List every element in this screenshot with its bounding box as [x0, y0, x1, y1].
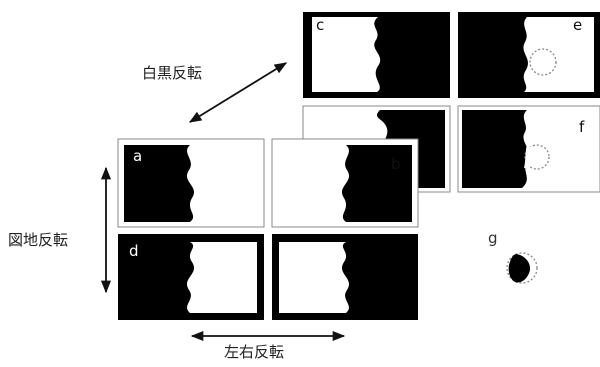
- panel-letter-d: d: [129, 242, 139, 260]
- panel-letter-c: c: [316, 16, 325, 34]
- panel-d: [118, 234, 264, 320]
- arrow-bw-invert: [188, 62, 288, 123]
- panel-letter-b: b: [391, 155, 401, 173]
- label-lr-invert: 左右反転: [224, 343, 285, 361]
- label-bw-invert: 白黒反転: [142, 64, 203, 82]
- panel-letter-f: f: [579, 118, 585, 136]
- panel-letter-g: g: [488, 229, 498, 247]
- panel-letter-a: a: [133, 147, 143, 165]
- panel-c: [303, 12, 450, 98]
- label-figure-ground: 図地反転: [8, 231, 69, 249]
- panel-f: [457, 105, 600, 193]
- panel-e: [458, 12, 600, 98]
- panel-d-mirrored: [272, 234, 418, 320]
- panel-b: [271, 138, 419, 228]
- panel-a: [117, 138, 265, 228]
- panel-letter-e: e: [573, 16, 583, 34]
- panel-g: [506, 252, 538, 284]
